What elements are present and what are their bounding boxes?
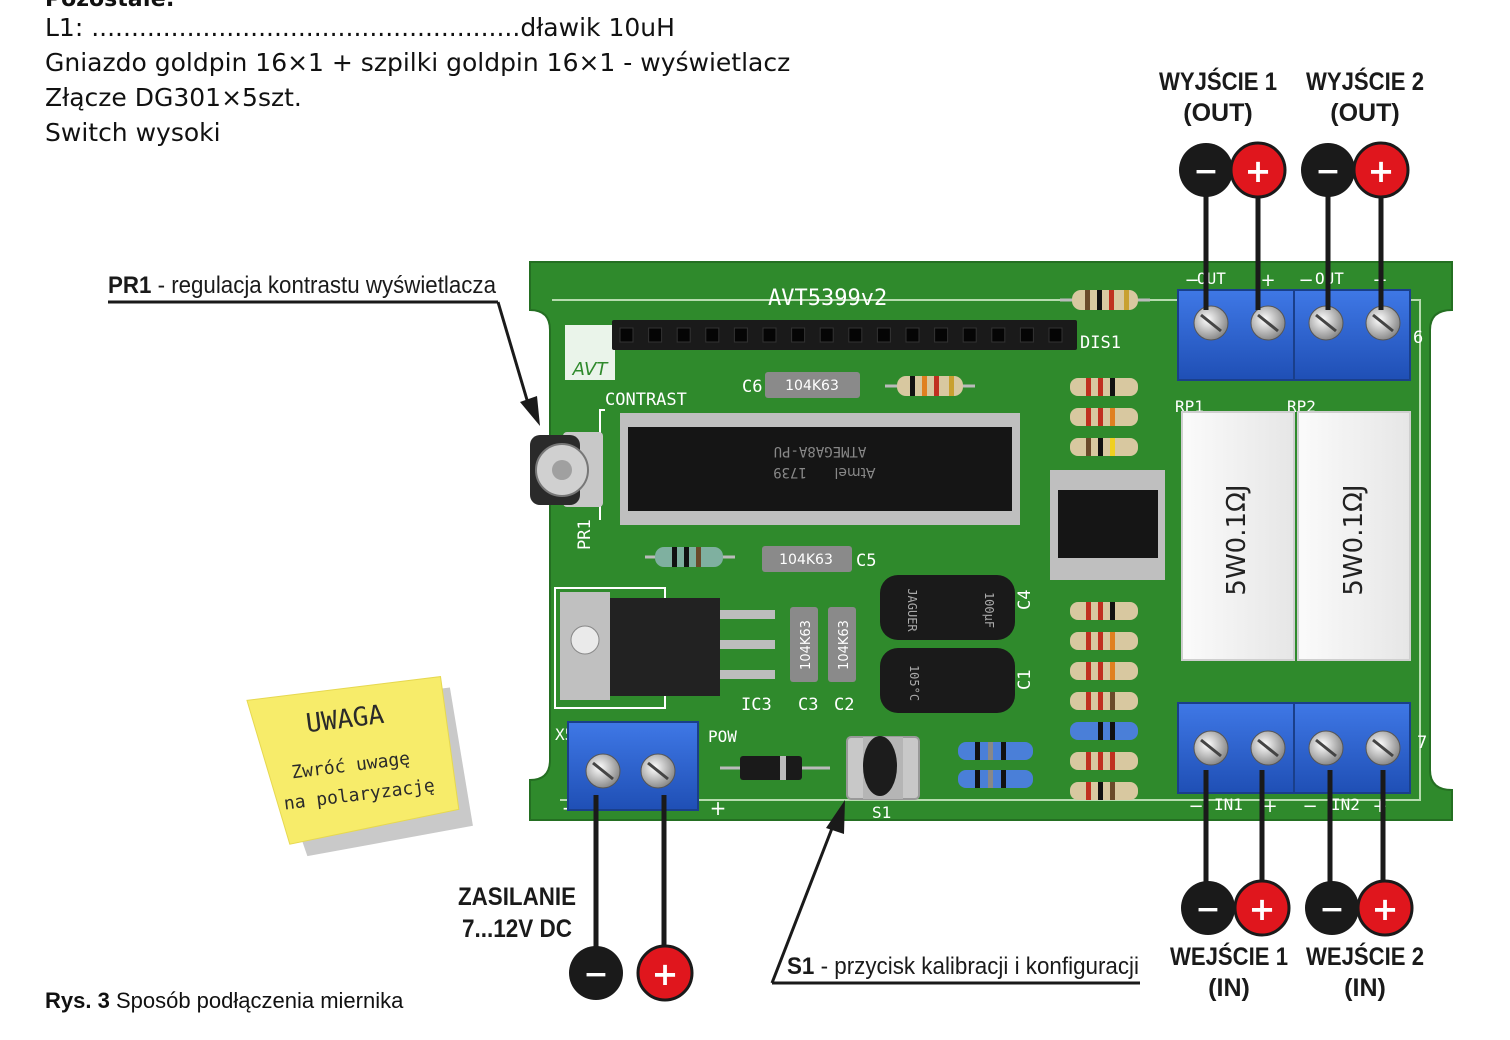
in1-title: WEJŚCIE 1 [1170, 941, 1288, 971]
pr1-callout-text: - regulacja kontrastu wyświetlacza [151, 272, 496, 299]
pr1-callout: PR1 - regulacja kontrastu wyświetlacza [108, 272, 540, 426]
in1-minus-silk: − [1188, 796, 1203, 817]
c5-value: 104K63 [779, 552, 833, 568]
chip-marking: ATMEGA8A-PU [774, 443, 867, 459]
c1-label: C1 [1015, 670, 1035, 690]
pcb-board: AVT AVT5399v2 DIS1 CONTRAST PR1 C6 104K6… [530, 262, 1452, 822]
c5-label: C5 [856, 551, 876, 571]
out1-title: WYJŚCIE 1 [1159, 66, 1277, 96]
c4-electrolytic-capacitor: JAGUER 100µF [880, 575, 1015, 640]
in2-subtitle: (IN) [1344, 974, 1386, 1002]
avt-logo: AVT [572, 359, 610, 380]
c4-label: C4 [1015, 590, 1035, 610]
svg-text:−: − [1193, 154, 1218, 189]
power-minus-badge: − [569, 946, 623, 1000]
x7-label: 7 [1417, 733, 1427, 753]
pr1-callout-ref: PR1 [108, 272, 151, 299]
resistor-column-top [1070, 378, 1138, 456]
pr1-potentiometer [530, 432, 603, 507]
figure-caption: Rys. 3 Sposób podłączenia miernika [45, 988, 403, 1014]
s1-silk-label: S1 [872, 803, 891, 822]
out1-minus-silk: − [1184, 270, 1199, 291]
pcb-name: AVT5399v2 [768, 286, 887, 311]
svg-text:−: − [583, 957, 608, 992]
input-terminal-block[interactable] [1178, 703, 1410, 793]
svg-text:+: + [652, 955, 679, 993]
in1-plus-silk: + [1262, 796, 1277, 817]
input-labels: WEJŚCIE 1 (IN) WEJŚCIE 2 (IN) [1170, 941, 1424, 1002]
svg-text:+: + [1245, 152, 1272, 190]
svg-text:+: + [1249, 890, 1276, 928]
in2-plus-badge: + [1358, 881, 1412, 935]
s1-callout-text: - przycisk kalibracji i konfiguracji [814, 953, 1139, 980]
out1-plus-badge: + [1231, 143, 1285, 197]
svg-text:PR1 - regulacja kontrastu wyśw: PR1 - regulacja kontrastu wyświetlacza [108, 272, 497, 299]
svg-text:+: + [1372, 890, 1399, 928]
in1-silk-label: IN1 [1214, 795, 1243, 814]
c6-label: C6 [742, 377, 762, 397]
out1-minus-badge: − [1179, 143, 1233, 197]
figure-caption-text: Sposób podłączenia miernika [110, 988, 404, 1013]
c1-temp: 105°C [907, 665, 921, 701]
pow-label: POW [708, 727, 737, 746]
contrast-label: CONTRAST [605, 390, 687, 410]
c4-brand: JAGUER [905, 588, 919, 632]
s1-callout-ref: S1 [787, 953, 814, 980]
rp2-value: 5W0.1ΩJ [1339, 484, 1369, 595]
c4-value: 100µF [982, 592, 996, 628]
output-terminal-block[interactable] [1178, 290, 1410, 380]
in1-plus-badge: + [1235, 881, 1289, 935]
power-voltage: 7...12V DC [462, 915, 572, 943]
dis1-label: DIS1 [1080, 333, 1121, 353]
out1-subtitle: (OUT) [1183, 99, 1252, 127]
ic3-label: IC3 [741, 695, 772, 715]
rp1-power-resistor: 5W0.1ΩJ [1182, 412, 1294, 660]
out2-plus-badge: + [1354, 143, 1408, 197]
in2-minus-badge: − [1305, 881, 1359, 935]
c6-value: 104K63 [785, 378, 839, 394]
out2-minus-badge: − [1301, 143, 1355, 197]
x6-label: 6 [1413, 328, 1423, 348]
svg-text:+: + [1368, 152, 1395, 190]
rp2-power-resistor: 5W0.1ΩJ [1298, 412, 1410, 660]
out2-minus-silk: − [1298, 270, 1313, 291]
c2-label: C2 [834, 695, 854, 715]
power-title: ZASILANIE [458, 883, 576, 911]
in1-subtitle: (IN) [1208, 974, 1250, 1002]
c3-value: 104K63 [799, 620, 814, 670]
atmega-microcontroller: ATMEGA8A-PU 1739 Atmel [620, 413, 1020, 525]
out2-title: WYJŚCIE 2 [1306, 66, 1424, 96]
in1-minus-badge: − [1181, 881, 1235, 935]
out1-silk-label: OUT [1197, 269, 1226, 288]
display-header-dis1 [612, 320, 1077, 350]
in2-minus-silk: − [1302, 796, 1317, 817]
figure-ref: Rys. 3 [45, 988, 110, 1013]
output-labels: WYJŚCIE 1 (OUT) WYJŚCIE 2 (OUT) [1159, 66, 1424, 127]
rp1-value: 5W0.1ΩJ [1222, 484, 1252, 595]
small-ic-8pin [1050, 470, 1165, 580]
in2-title: WEJŚCIE 2 [1306, 941, 1424, 971]
polarity-warning-note: UWAGA Zwróć uwagę na polaryzację [247, 675, 474, 861]
s1-callout: S1 - przycisk kalibracji i konfiguracji [772, 800, 1140, 983]
svg-text:−: − [1319, 892, 1344, 927]
c3-label: C3 [798, 695, 818, 715]
out1-plus-silk: + [1260, 270, 1275, 291]
power-label: ZASILANIE 7...12V DC [458, 883, 576, 943]
x5-power-terminal[interactable] [568, 722, 698, 810]
s1-push-button[interactable] [847, 736, 919, 799]
chip-date: 1739 [773, 464, 807, 480]
chip-brand: Atmel [835, 464, 876, 480]
pow-plus-silk: + [710, 796, 727, 820]
svg-text:−: − [1195, 892, 1220, 927]
out2-subtitle: (OUT) [1330, 99, 1399, 127]
in2-silk-label: IN2 [1331, 795, 1360, 814]
svg-text:−: − [1315, 154, 1340, 189]
c1-electrolytic-capacitor: 105°C [880, 648, 1015, 713]
pr1-silk-label: PR1 [575, 519, 595, 550]
c2-value: 104K63 [837, 620, 852, 670]
power-plus-badge: + [638, 946, 692, 1000]
svg-text:S1 - przycisk kalibracji i kon: S1 - przycisk kalibracji i konfiguracji [787, 953, 1139, 980]
